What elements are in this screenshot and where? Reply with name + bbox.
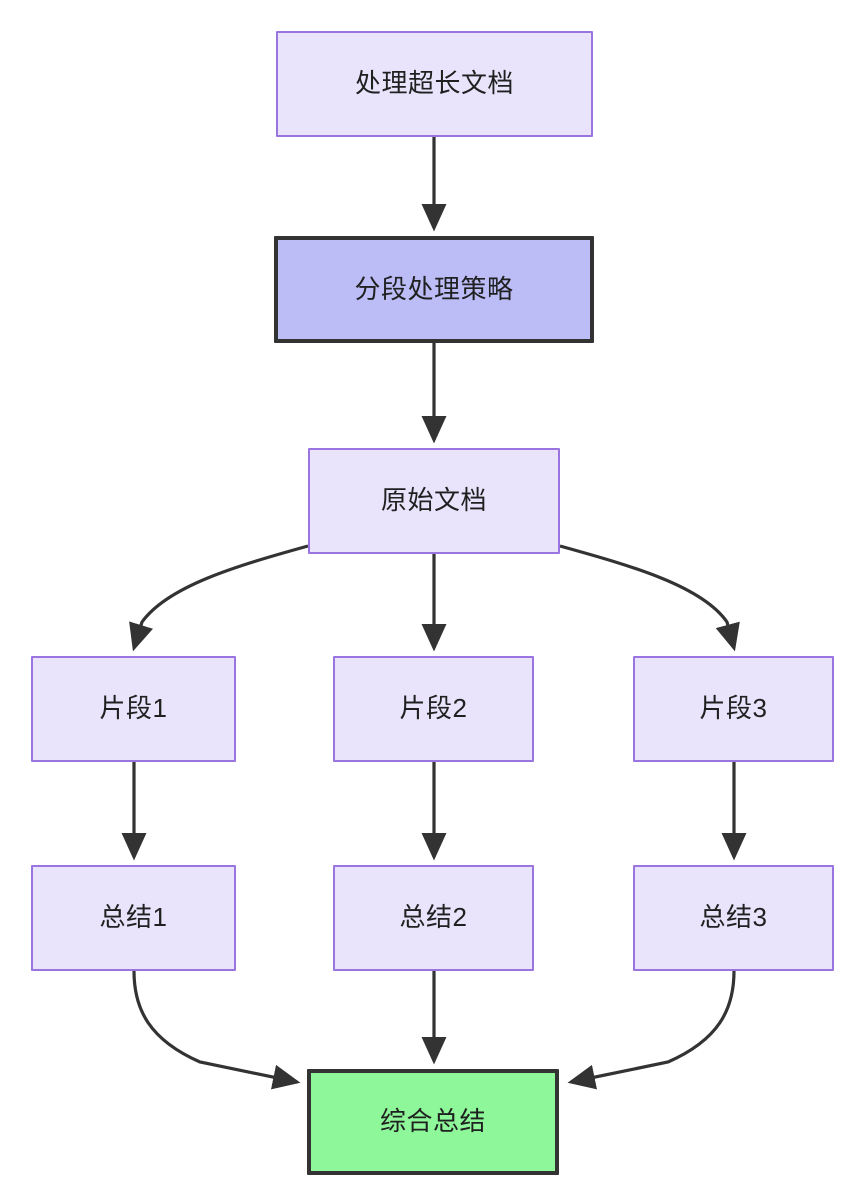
node-label: 片段3: [699, 693, 768, 724]
node-summary-3[interactable]: 总结3: [633, 865, 834, 971]
node-original-document[interactable]: 原始文档: [308, 448, 560, 554]
node-label: 总结2: [399, 902, 468, 933]
node-label: 片段2: [399, 693, 468, 724]
node-fragment-1[interactable]: 片段1: [31, 656, 236, 762]
node-label: 处理超长文档: [354, 68, 514, 99]
node-label: 片段1: [99, 693, 168, 724]
node-chunking-strategy[interactable]: 分段处理策略: [274, 236, 594, 343]
node-label: 总结1: [99, 902, 168, 933]
node-label: 总结3: [699, 902, 768, 933]
node-label: 原始文档: [380, 485, 487, 516]
node-process-long-document[interactable]: 处理超长文档: [276, 31, 593, 137]
node-label: 分段处理策略: [354, 273, 514, 304]
node-summary-1[interactable]: 总结1: [31, 865, 236, 971]
node-fragment-3[interactable]: 片段3: [633, 656, 834, 762]
edge-n7-n10: [132, 970, 301, 1090]
node-fragment-2[interactable]: 片段2: [333, 656, 534, 762]
node-combined-summary[interactable]: 综合总结: [307, 1069, 559, 1175]
node-summary-2[interactable]: 总结2: [333, 865, 534, 971]
edge-n3-n4: [129, 544, 309, 652]
edge-n9-n10: [567, 970, 736, 1090]
edge-n3-n6: [559, 544, 740, 652]
node-label: 综合总结: [379, 1106, 486, 1137]
